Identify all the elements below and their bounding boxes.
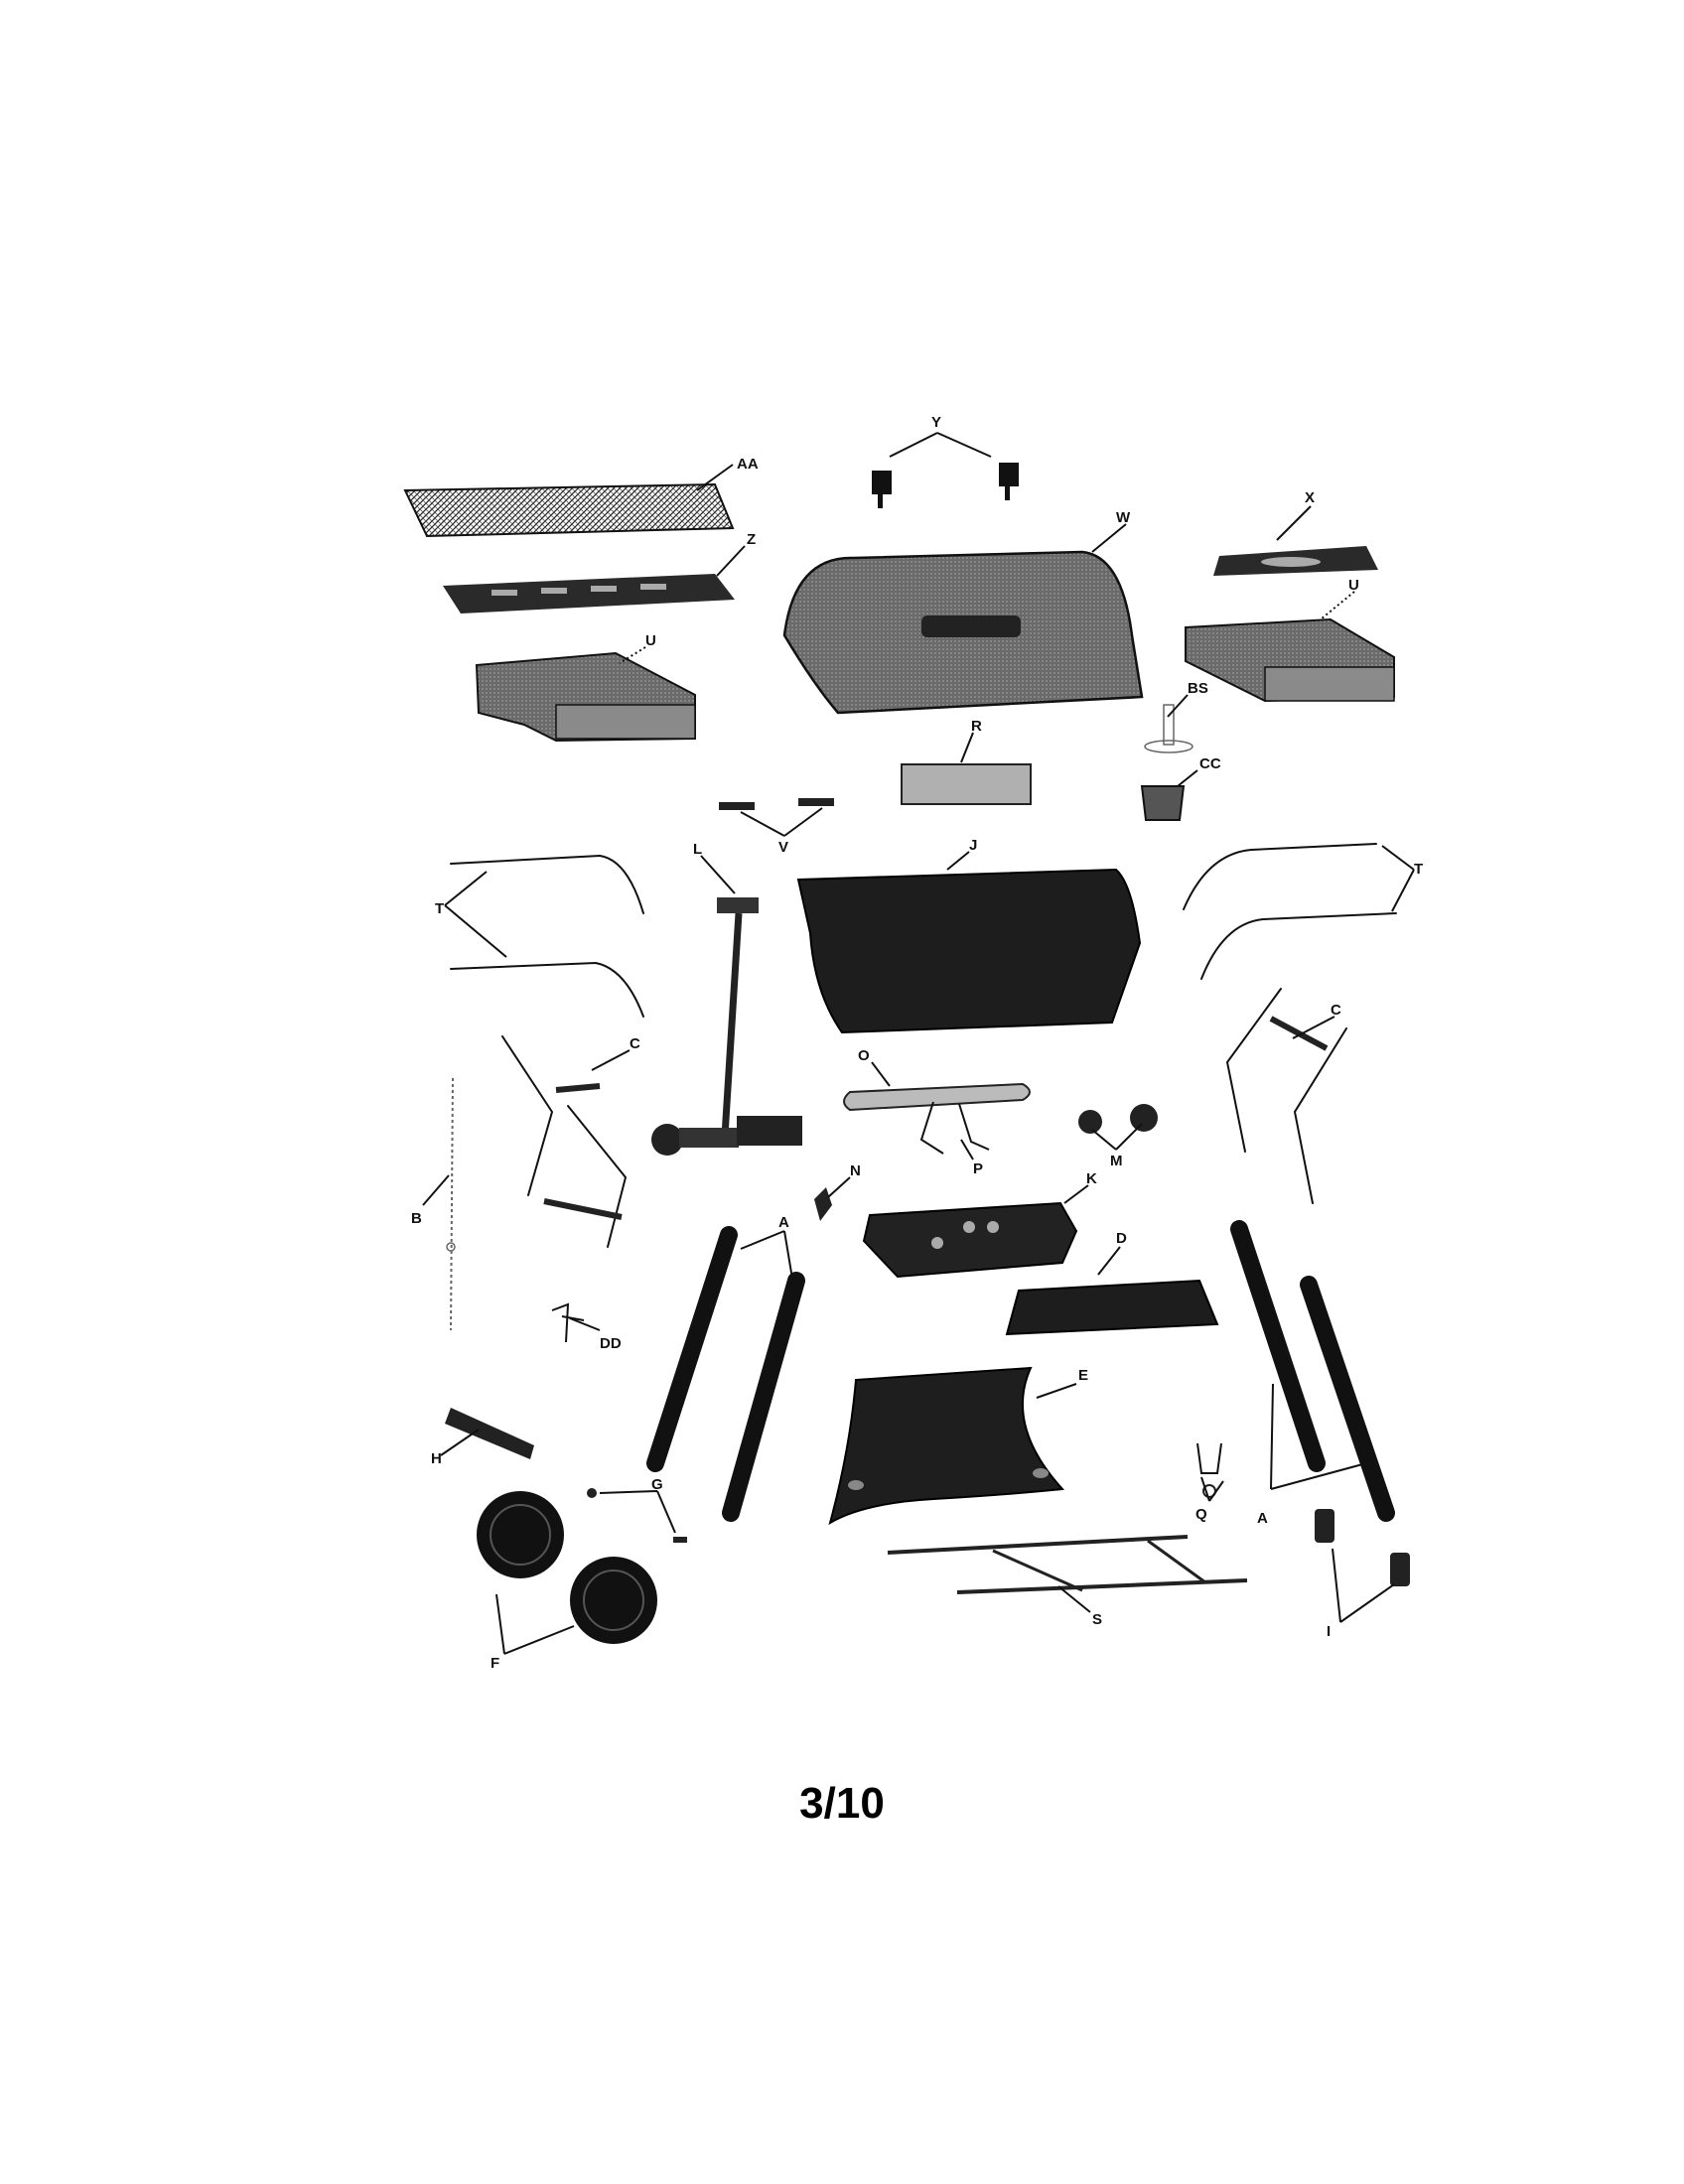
grease-cup	[1140, 785, 1186, 821]
igniter-wire	[446, 1077, 456, 1331]
label-C-left: C	[630, 1035, 640, 1052]
label-H: H	[431, 1450, 442, 1467]
burner	[843, 1082, 1031, 1112]
label-F: F	[491, 1655, 499, 1672]
control-knobs	[1078, 1104, 1158, 1134]
label-W: W	[1116, 509, 1131, 526]
label-N: N	[850, 1162, 861, 1179]
frame-tubes-right	[1183, 843, 1397, 980]
label-E: E	[1078, 1367, 1088, 1384]
side-shelf-right	[1185, 617, 1395, 703]
label-A-right: A	[1257, 1510, 1268, 1527]
label-I: I	[1327, 1623, 1331, 1640]
igniter-button	[814, 1187, 832, 1221]
label-J: J	[969, 837, 977, 854]
label-K: K	[1086, 1170, 1097, 1187]
side-shelf-left	[475, 651, 696, 743]
bottom-shelf	[828, 1366, 1065, 1526]
grill-lid	[782, 550, 1144, 715]
legs-right	[1230, 1220, 1395, 1522]
label-CC: CC	[1199, 755, 1221, 772]
label-V: V	[778, 839, 788, 856]
label-D: D	[1116, 1230, 1127, 1247]
label-Q: Q	[1195, 1506, 1207, 1523]
wire-rack	[887, 1535, 1248, 1594]
cart-frame-left	[501, 1035, 628, 1248]
label-DD: DD	[600, 1335, 622, 1352]
label-A-left: A	[778, 1214, 789, 1231]
label-P: P	[973, 1160, 983, 1177]
control-panel	[901, 763, 1032, 805]
side-handle	[445, 1408, 534, 1459]
tank-bracket	[551, 1302, 585, 1343]
label-L: L	[693, 841, 702, 858]
label-C-right: C	[1331, 1002, 1341, 1019]
control-valves	[719, 798, 834, 810]
firebox	[796, 868, 1142, 1034]
label-M: M	[1110, 1153, 1123, 1169]
callout-pointers	[422, 432, 1415, 1655]
venturi-tubes	[919, 1101, 990, 1155]
label-X: X	[1305, 489, 1315, 506]
heat-shield	[862, 1201, 1078, 1279]
label-AA: AA	[737, 456, 759, 473]
label-U-left: U	[645, 632, 656, 649]
thermometer	[1144, 704, 1193, 753]
label-B: B	[411, 1210, 422, 1227]
label-U-right: U	[1348, 577, 1359, 594]
warming-rack	[1213, 546, 1378, 576]
label-Y: Y	[931, 414, 941, 431]
label-BS: BS	[1188, 680, 1208, 697]
hood-hinges	[872, 463, 1019, 508]
igniter-assembly	[651, 897, 802, 1156]
casters	[1315, 1509, 1410, 1586]
cart-frame-right	[1225, 988, 1347, 1204]
wheels	[477, 1491, 657, 1644]
bottom-tray	[1005, 1279, 1219, 1336]
label-Z: Z	[747, 531, 756, 548]
cooking-grate	[403, 482, 735, 538]
wheel-axle-hardware	[587, 1488, 687, 1543]
page-number: 3/10	[799, 1779, 885, 1828]
label-T-right: T	[1414, 861, 1423, 878]
label-G: G	[651, 1476, 663, 1493]
label-T-left: T	[435, 900, 444, 917]
callout-labels: AA Y W X Z U U BS R CC V L J T T C C O P…	[411, 414, 1423, 1672]
frame-tubes-left	[450, 854, 644, 1018]
label-O: O	[858, 1047, 870, 1064]
label-S: S	[1092, 1611, 1102, 1628]
legs-left	[646, 1226, 805, 1522]
label-R: R	[971, 718, 982, 735]
heat-plate	[443, 574, 735, 614]
